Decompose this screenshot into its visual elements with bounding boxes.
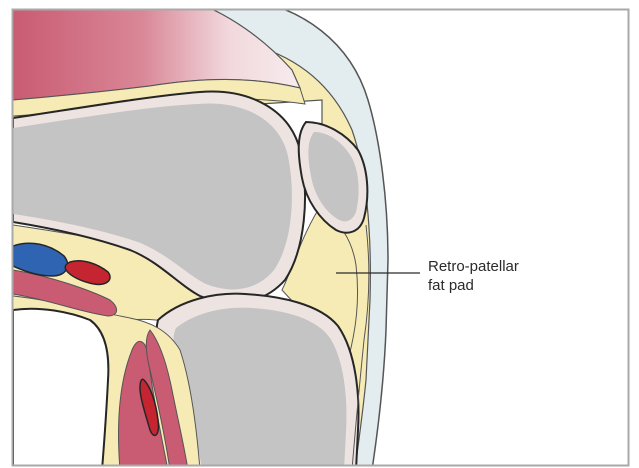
fat-pad-label: Retro-patellar fat pad: [428, 257, 519, 295]
tibia-bone: [174, 308, 347, 468]
fat-pad-label-line2: fat pad: [428, 276, 519, 295]
fat-pad-label-line1: Retro-patellar: [428, 257, 519, 276]
posterior-capsule-space: [13, 309, 108, 468]
